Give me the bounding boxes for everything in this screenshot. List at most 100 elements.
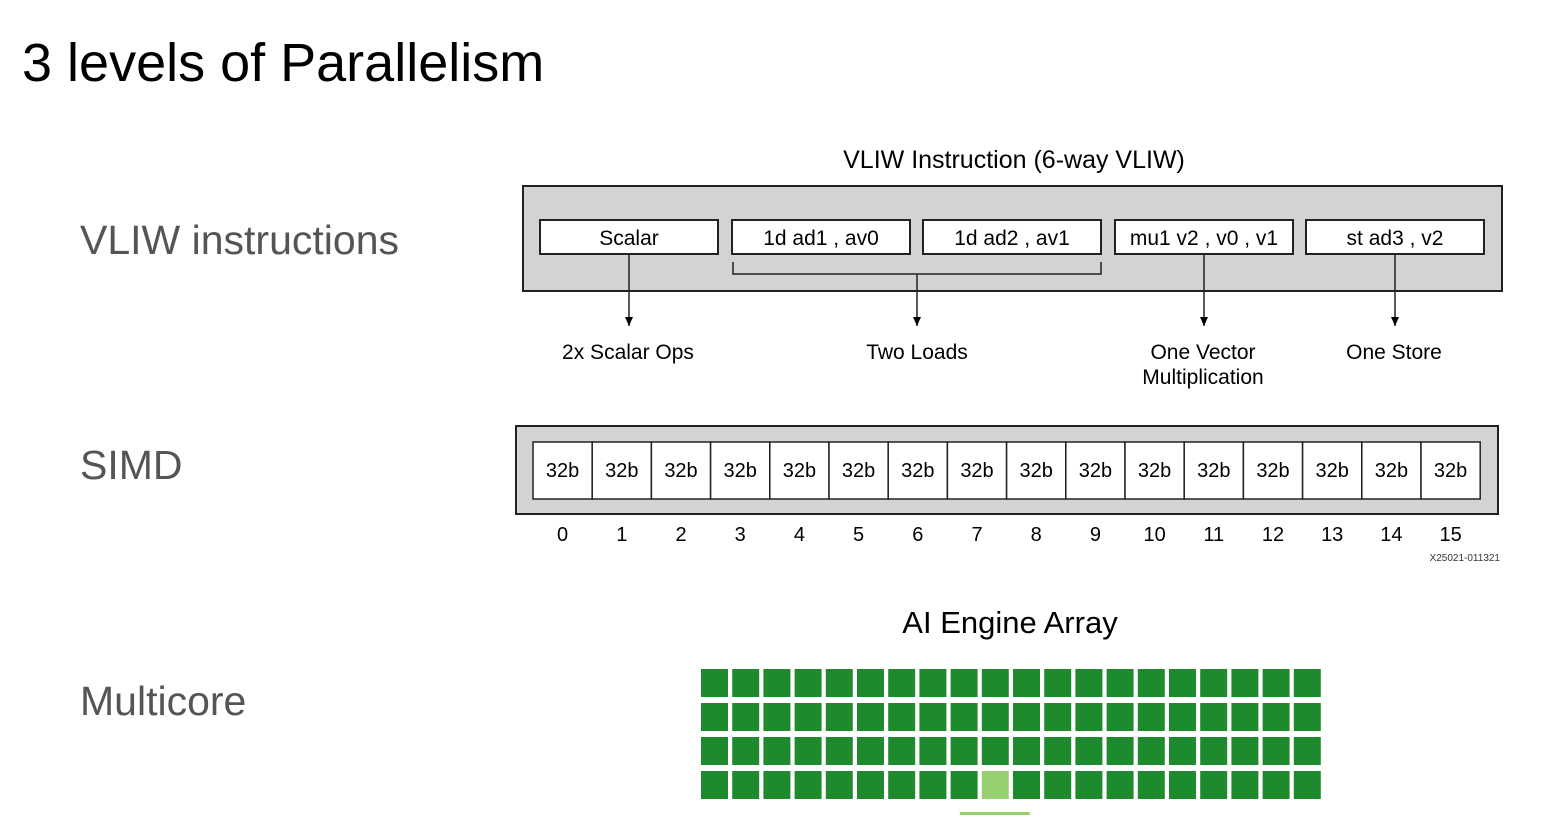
- aie-tile: [888, 771, 916, 799]
- simd-lane: [1005, 441, 1067, 500]
- aie-tile: [857, 669, 884, 697]
- aie-tile: [1137, 669, 1165, 697]
- simd-lane-label: 32b: [1375, 460, 1408, 482]
- aie-tile-edge: [959, 812, 1030, 815]
- aie-tile: [1013, 669, 1040, 697]
- aie-tile: [1200, 771, 1228, 799]
- simd-lane-label: 32b: [1256, 460, 1289, 482]
- vliw-slot-box: [731, 219, 911, 255]
- simd-lane: [650, 441, 712, 500]
- aie-tile: [1200, 703, 1228, 731]
- simd-lane: [1183, 441, 1245, 500]
- simd-lane-index: 0: [557, 524, 568, 546]
- simd-lane-label: 32b: [1079, 460, 1112, 482]
- aie-tile: [1262, 771, 1290, 799]
- vliw-slot-label: Scalar: [599, 227, 659, 250]
- aie-tile: [1293, 669, 1321, 697]
- page-title: 3 levels of Parallelism: [22, 33, 545, 93]
- aie-tile: [857, 737, 884, 765]
- aie-tile: [981, 669, 1009, 697]
- aie-tile: [919, 669, 947, 697]
- simd-lane-label: 32b: [1138, 460, 1171, 482]
- aie-tile: [1169, 771, 1196, 799]
- aie-tile: [1231, 703, 1259, 731]
- simd-lane: [1124, 441, 1185, 500]
- simd-lane-label: 32b: [1434, 460, 1467, 482]
- aie-array: [701, 669, 1321, 815]
- aie-tile: [763, 771, 791, 799]
- aie-tile: [950, 669, 978, 697]
- aie-tile: [1106, 703, 1134, 731]
- aie-tile: [732, 703, 760, 731]
- aie-tile: [1262, 669, 1290, 697]
- aie-tile: [732, 737, 760, 765]
- aie-tile: [1075, 669, 1103, 697]
- simd-lane: [709, 441, 771, 500]
- aie-tile: [950, 703, 978, 731]
- aie-tile: [794, 703, 822, 731]
- simd-lane: [591, 441, 653, 500]
- aie-tile: [1169, 737, 1196, 765]
- aie-tile: [763, 703, 791, 731]
- simd-lane-index: 3: [735, 524, 746, 546]
- aie-tile: [1106, 771, 1134, 799]
- aie-tile: [825, 737, 853, 765]
- simd-lane-index: 10: [1143, 524, 1165, 546]
- simd-lane: [1301, 441, 1363, 500]
- annotation-one-store: One Store: [1346, 341, 1442, 364]
- vliw-slot-box: [1114, 219, 1294, 255]
- aie-tile: [1075, 737, 1103, 765]
- aie-tile: [1169, 669, 1196, 697]
- simd-lane-label: 32b: [842, 460, 875, 482]
- simd-lane-label: 32b: [724, 460, 757, 482]
- simd-lane-label: 32b: [901, 460, 934, 482]
- aie-tile: [1075, 703, 1103, 731]
- simd-lane-index: 12: [1262, 524, 1284, 546]
- vliw-slot-label: 1d ad1 , av0: [763, 227, 879, 250]
- simd-lane-index: 4: [794, 524, 805, 546]
- aie-tile: [919, 771, 947, 799]
- aie-tile: [825, 703, 853, 731]
- simd-lane: [1065, 441, 1126, 500]
- aie-heading: AI Engine Array: [902, 605, 1118, 640]
- simd-lane: [946, 441, 1008, 500]
- aie-tile: [1231, 771, 1259, 799]
- aie-tile: [794, 737, 822, 765]
- aie-tile: [794, 771, 822, 799]
- simd-lane-label: 32b: [664, 460, 697, 482]
- simd-lane-index: 14: [1380, 524, 1402, 546]
- aie-tile: [919, 737, 947, 765]
- aie-tile: [981, 703, 1009, 731]
- vliw-heading: VLIW Instruction (6-way VLIW): [843, 146, 1185, 174]
- aie-tile: [1137, 771, 1165, 799]
- vliw-slot-label: mu1 v2 , v0 , v1: [1130, 227, 1278, 250]
- aie-tile: [857, 771, 884, 799]
- aie-tile: [1044, 669, 1072, 697]
- aie-tile: [1137, 703, 1165, 731]
- aie-tile: [1262, 737, 1290, 765]
- aie-tile: [732, 771, 760, 799]
- aie-tile: [1044, 737, 1072, 765]
- simd-lane-index: 13: [1321, 524, 1343, 546]
- aie-tile: [763, 737, 791, 765]
- aie-tile: [888, 703, 916, 731]
- aie-tile: [825, 669, 853, 697]
- simd-lane-index: 15: [1439, 524, 1461, 546]
- section-label-simd: SIMD: [80, 442, 183, 488]
- simd-lane: [532, 441, 593, 500]
- aie-tile: [1106, 737, 1134, 765]
- aie-tile: [981, 737, 1009, 765]
- vliw-slot-label: 1d ad2 , av1: [954, 227, 1070, 250]
- aie-tile: [701, 703, 728, 731]
- vliw-slot-label: st ad3 , v2: [1347, 227, 1444, 250]
- vliw-slot-box: [922, 219, 1102, 255]
- vliw-slot-box: [539, 219, 719, 255]
- aie-tile: [1013, 703, 1040, 731]
- simd-lane-index: 2: [675, 524, 686, 546]
- annotation-two-loads: Two Loads: [866, 341, 968, 364]
- aie-tile: [1013, 771, 1040, 799]
- aie-tile: [1293, 737, 1321, 765]
- simd-lane-index: 11: [1203, 524, 1224, 546]
- simd-lane-label: 32b: [960, 460, 993, 482]
